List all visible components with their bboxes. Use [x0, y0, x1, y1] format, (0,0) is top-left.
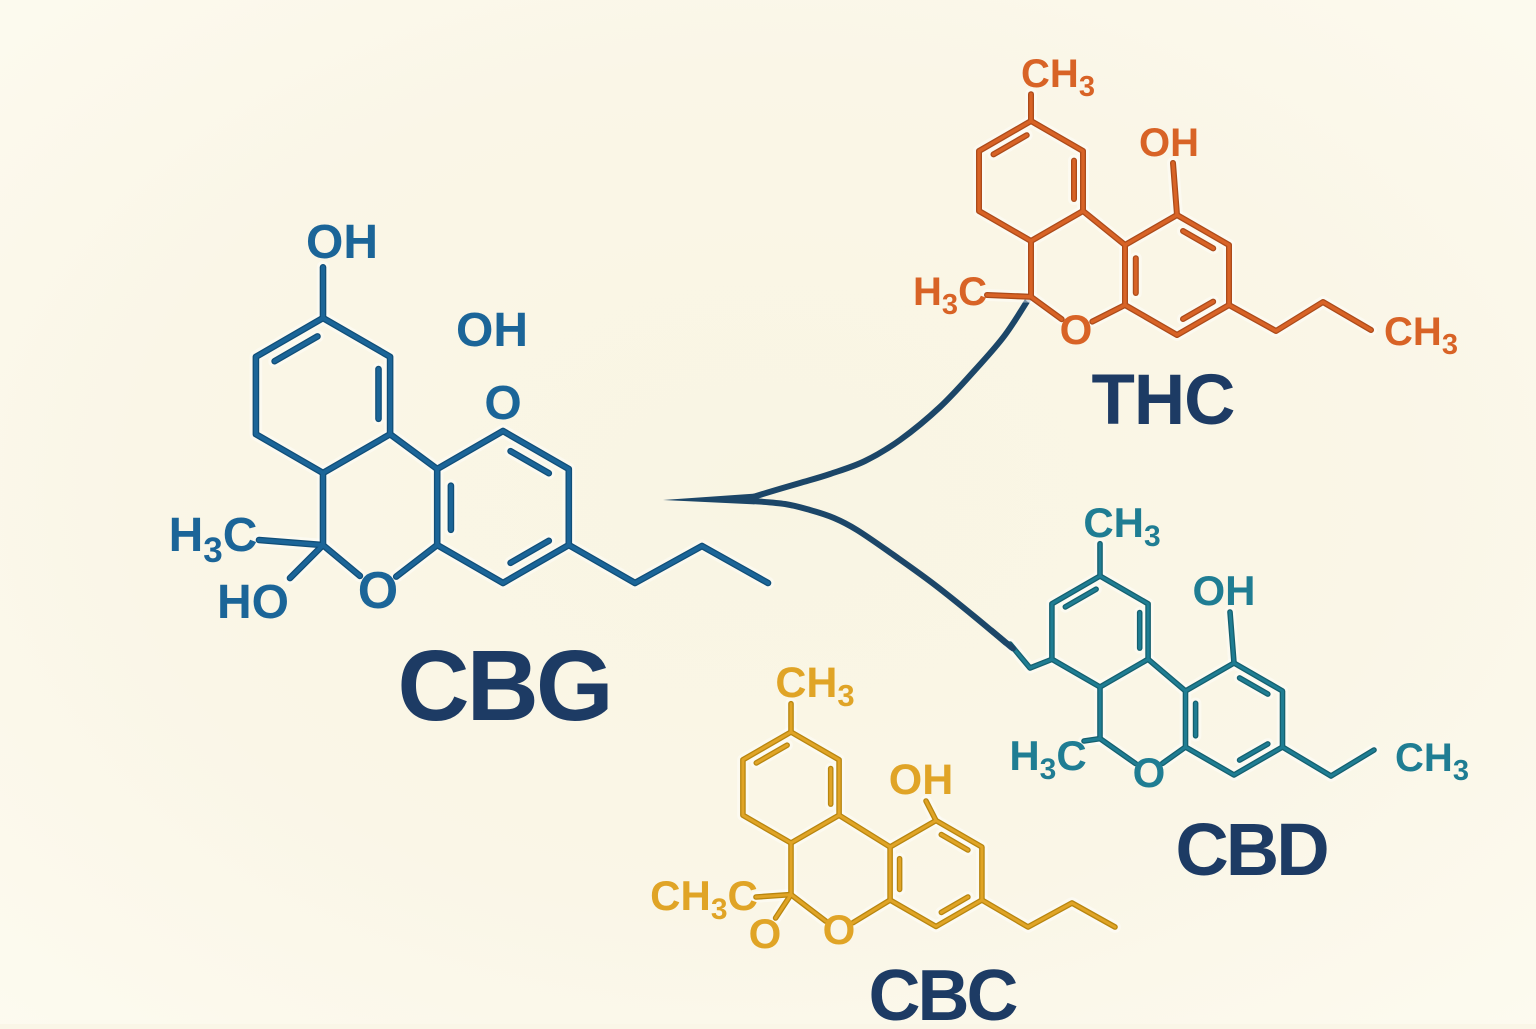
svg-text:OH: OH: [306, 216, 378, 269]
svg-text:CBG: CBG: [397, 630, 610, 742]
svg-text:THC: THC: [1092, 361, 1235, 440]
svg-text:OH: OH: [1139, 121, 1199, 165]
svg-text:OH: OH: [1193, 567, 1256, 614]
svg-text:O: O: [358, 562, 398, 620]
svg-text:OH: OH: [889, 756, 954, 804]
svg-text:O: O: [1060, 306, 1093, 353]
svg-text:HO: HO: [217, 576, 289, 629]
svg-text:CBC: CBC: [869, 956, 1018, 1024]
svg-text:O: O: [1133, 749, 1166, 796]
svg-text:OH: OH: [456, 304, 528, 357]
svg-text:CH3​C: CH3​C: [650, 872, 758, 926]
svg-text:O: O: [749, 910, 782, 957]
svg-text:O: O: [823, 906, 856, 953]
svg-text:CBD: CBD: [1175, 808, 1327, 891]
svg-text:CH3​: CH3​: [1384, 310, 1458, 361]
svg-text:O: O: [484, 377, 521, 430]
